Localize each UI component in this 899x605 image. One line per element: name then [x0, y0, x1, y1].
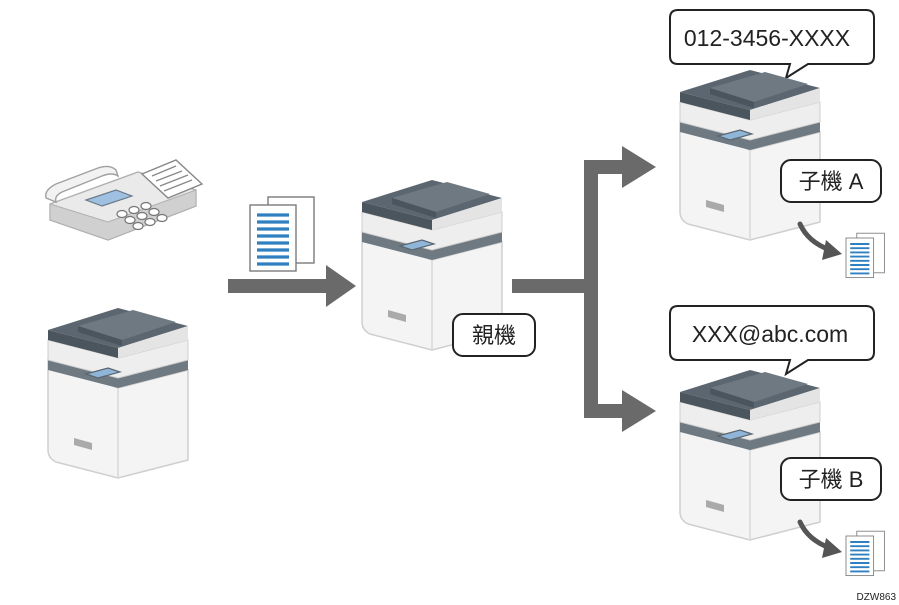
fax-machine-icon	[45, 159, 203, 241]
incoming-document-icon	[248, 195, 316, 273]
child-a-destination: 012-3456-XXXX	[684, 25, 850, 51]
child-a-destination-callout: 012-3456-XXXX	[669, 9, 875, 81]
parent-label: 親機	[472, 323, 516, 348]
parent-label-box: 親機	[452, 313, 536, 357]
child-a-label-box: 子機 A	[780, 159, 882, 203]
figure-code: DZW863	[857, 592, 897, 603]
child-a-output-arrow-icon	[800, 224, 842, 260]
branch-arrow-icon	[512, 146, 656, 432]
source-mfp-icon	[47, 307, 189, 479]
child-a-label: 子機 A	[799, 169, 864, 194]
child-a-mfp-icon	[679, 69, 821, 241]
incoming-arrow-icon	[228, 265, 356, 307]
child-a-output-document-icon	[845, 232, 886, 279]
child-b-output-document-icon	[845, 530, 886, 577]
child-b-destination-callout: XXX@abc.com	[669, 305, 875, 377]
child-b-label: 子機 B	[799, 467, 864, 492]
child-b-mfp-icon	[679, 369, 821, 541]
child-b-destination: XXX@abc.com	[692, 321, 848, 347]
child-b-output-arrow-icon	[800, 522, 842, 558]
child-b-label-box: 子機 B	[780, 457, 882, 501]
